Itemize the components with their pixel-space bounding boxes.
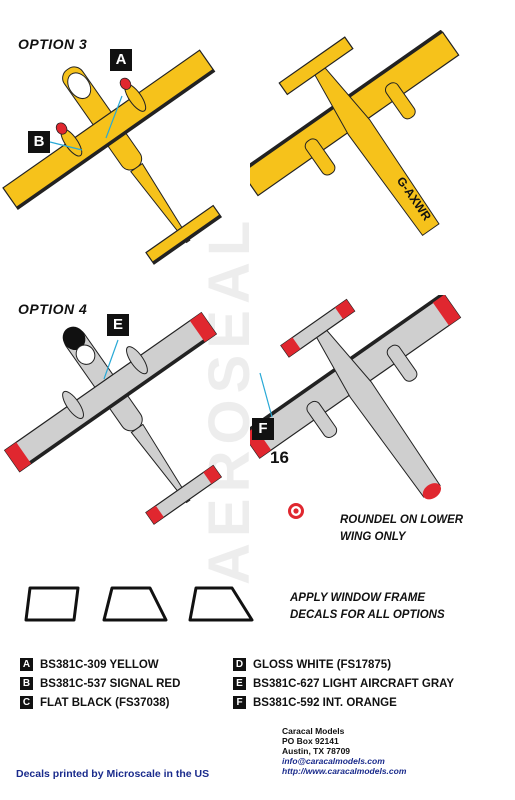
callout-b: B [28,131,50,153]
option-4-top-view [3,311,223,525]
callout-f: F [252,418,274,440]
option-3-bottom-view: G-AXWR [250,30,460,237]
aircraft-bottom-gray [250,295,462,500]
window-frames [24,586,254,622]
option-4-title: OPTION 4 [18,301,88,317]
callout-a: A [110,49,132,71]
website-link[interactable]: http://www.caracalmodels.com [282,766,407,776]
legend-f: F BS381C-592 INT. ORANGE [233,696,397,709]
po-box: PO Box 92141 [282,736,339,746]
option-3-title: OPTION 3 [18,36,88,52]
roundel-note: ROUNDEL ON LOWER WING ONLY [340,514,464,543]
aircraft-top-gray [3,311,223,525]
aircraft-bottom-yellow: G-AXWR [250,30,460,237]
contact-block: Caracal Models PO Box 92141 Austin, TX 7… [282,726,406,776]
option-4-bottom-view [250,295,462,519]
company-name: Caracal Models [282,726,345,736]
city: Austin, TX 78709 [282,746,351,756]
callout-e: E [107,314,129,336]
window-note: APPLY WINDOW FRAME DECALS FOR ALL OPTION… [290,592,445,621]
option-3-top-view [2,49,223,265]
window-frame-3 [188,586,254,622]
legend-e: E BS381C-627 LIGHT AIRCRAFT GRAY [233,677,454,690]
window-frame-1 [24,586,80,622]
aircraft-number-16: 16 [270,448,289,467]
window-frame-2 [102,586,168,622]
legend-c: C FLAT BLACK (FS37038) [20,696,170,709]
legend-d: D GLOSS WHITE (FS17875) [233,658,391,671]
footer-note: Decals printed by Microscale in the US [16,768,210,780]
legend-a: A BS381C-309 YELLOW [20,658,159,671]
email-link[interactable]: info@caracalmodels.com [282,756,385,766]
legend-b: B BS381C-537 SIGNAL RED [20,677,180,690]
